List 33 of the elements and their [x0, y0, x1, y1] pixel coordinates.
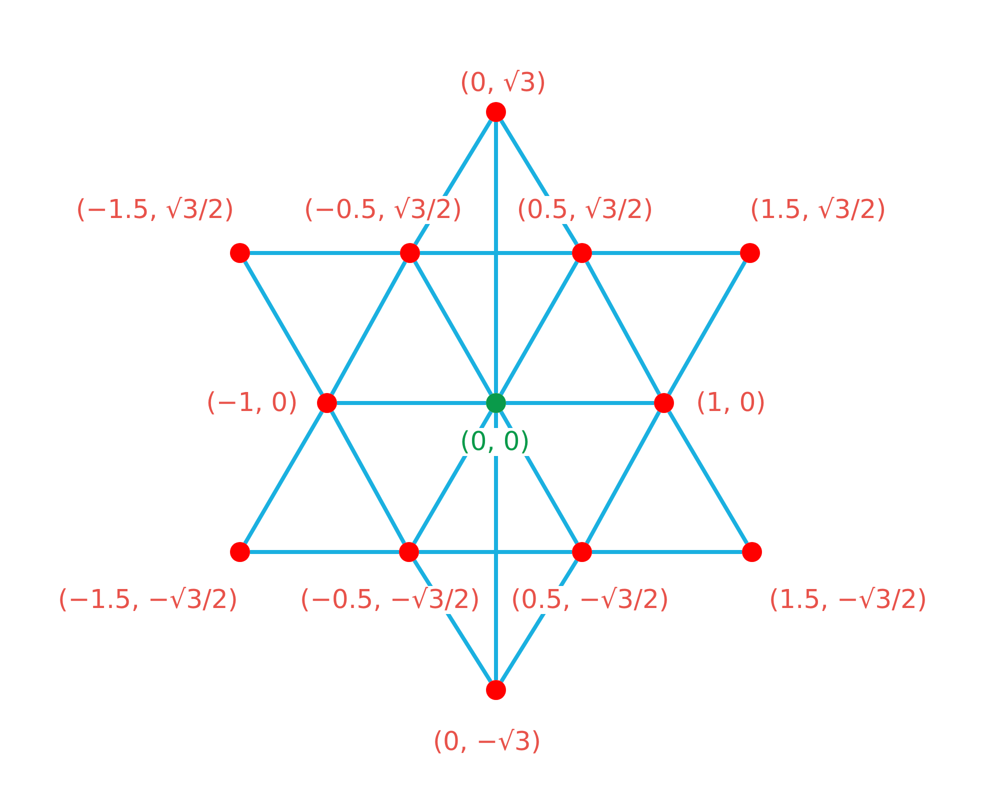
point-dot: [317, 393, 337, 413]
line-segment: [243, 260, 324, 396]
point-dot: [230, 542, 250, 562]
point-dot: [740, 243, 760, 263]
line-segment: [585, 410, 661, 544]
line-segment: [506, 401, 654, 405]
line-segment: [250, 251, 400, 255]
line-segment: [420, 251, 572, 255]
line-segment: [243, 410, 324, 544]
point-dot: [486, 393, 506, 413]
line-segment: [499, 260, 579, 396]
line-segment: [592, 550, 742, 554]
point-dot: [230, 243, 250, 263]
line-segment: [667, 410, 749, 544]
line-segment: [250, 550, 399, 554]
line-segment: [494, 413, 498, 680]
point-dot: [742, 542, 762, 562]
point-dot: [572, 243, 592, 263]
point-dot: [572, 542, 592, 562]
line-segment: [337, 401, 486, 405]
point-dot: [399, 542, 419, 562]
line-segment: [330, 410, 406, 544]
line-segment: [330, 260, 407, 396]
line-segment: [667, 260, 747, 396]
point-dot: [486, 102, 506, 122]
point-dot: [486, 680, 506, 700]
point-dot: [400, 243, 420, 263]
line-segment: [419, 550, 572, 554]
line-segment: [494, 122, 498, 393]
point-dot: [654, 393, 674, 413]
line-segment: [413, 260, 493, 396]
line-segment: [585, 260, 661, 396]
line-segment: [592, 251, 740, 255]
